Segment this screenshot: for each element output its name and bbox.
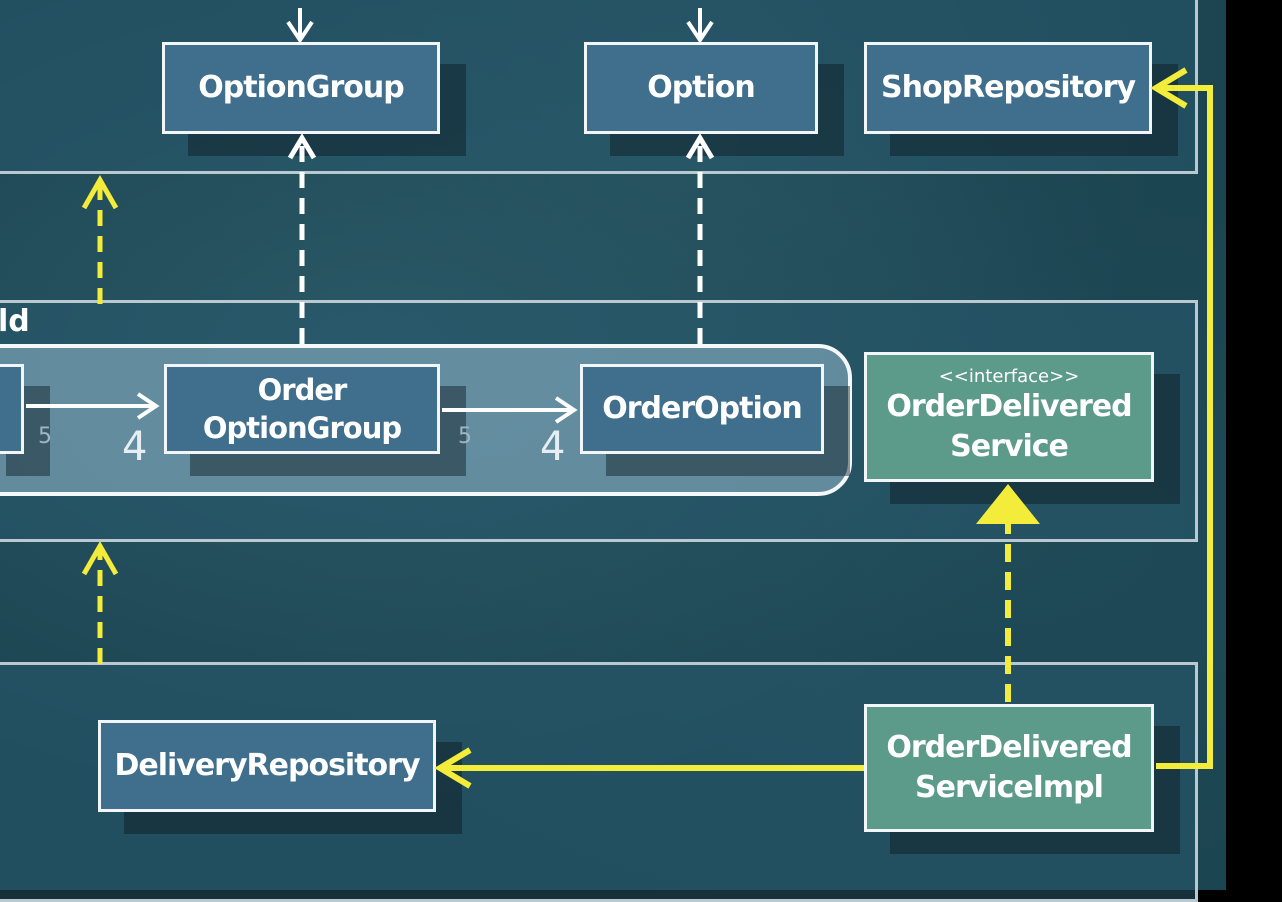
multiplicity-left-large: 4 [122,424,148,470]
arrow-impl-to-delivery-repository [434,747,864,789]
multiplicity-right-large: 4 [540,424,566,470]
order-box-partial[interactable] [0,364,24,454]
dashed-arrow-order-option-to-option [685,133,715,344]
order-delivered-service-impl-label-line2: ServiceImpl [915,770,1104,805]
order-option-group-label-line2: OptionGroup [202,411,402,445]
order-delivered-service-label-line2: Service [950,429,1069,464]
arrow-into-option-group [286,8,314,44]
arrow-order-to-order-option-group [26,392,160,420]
connector-layer [26,8,1213,789]
delivery-repository-box[interactable]: DeliveryRepository [98,720,436,812]
option-label: Option [647,70,756,105]
multiplicity-left-small: 5 [38,424,52,449]
shop-repository-box[interactable]: ShopRepository [864,42,1152,134]
option-group-box[interactable]: OptionGroup [162,42,440,134]
yellow-dashed-layer-arrow-lower [81,540,119,664]
order-delivered-service-impl-label-line1: OrderDelivered [886,730,1132,765]
diagram-canvas: ld OptionGroup Option ShopRepository Ord… [0,0,1226,902]
option-box[interactable]: Option [584,42,818,134]
layer-label: ld [0,304,30,339]
delivery-repository-label: DeliveryRepository [114,748,420,783]
arrow-impl-to-shop-repository [1150,67,1213,769]
dashed-arrow-order-option-group-to-option-group [287,133,317,344]
order-option-box[interactable]: OrderOption [580,364,824,454]
realization-arrow-impl-to-interface [976,484,1040,702]
option-group-label: OptionGroup [198,70,404,105]
order-option-group-label-line1: Order [257,373,348,407]
arrow-order-option-group-to-order-option [442,396,578,424]
order-delivered-service-label-line1: OrderDelivered [886,389,1132,424]
order-option-group-box[interactable]: Order OptionGroup [164,364,440,454]
shop-repository-label: ShopRepository [880,70,1136,105]
order-delivered-service-impl-box[interactable]: OrderDelivered ServiceImpl [864,704,1154,832]
order-option-label: OrderOption [602,391,802,426]
order-delivered-service-box[interactable]: <<interface>> OrderDelivered Service [864,352,1154,482]
interface-stereotype: <<interface>> [938,366,1080,387]
yellow-dashed-layer-arrow-upper [81,174,119,304]
arrow-into-option [686,8,714,44]
multiplicity-right-small: 5 [458,424,472,449]
